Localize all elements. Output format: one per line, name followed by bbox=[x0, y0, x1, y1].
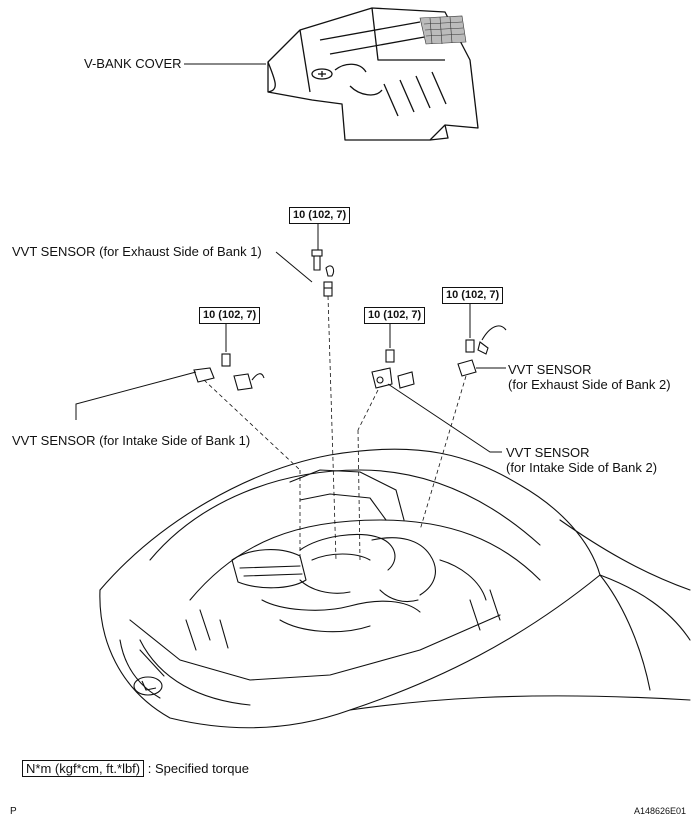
figure-id: A148626E01 bbox=[633, 806, 686, 816]
vbank-cover-label: V-BANK COVER bbox=[84, 56, 182, 71]
exhaust-bank2-sensor bbox=[457, 325, 507, 377]
exhaust-bank1-sensor bbox=[311, 249, 335, 297]
vvt-exhaust-bank1-label: VVT SENSOR (for Exhaust Side of Bank 1) bbox=[12, 244, 262, 259]
torque-exhaust-bank2: 10 (102, 7) bbox=[442, 287, 504, 304]
vvt-exhaust-bank2-label-line2: (for Exhaust Side of Bank 2) bbox=[508, 377, 671, 392]
torque-intake-bank1: 10 (102, 7) bbox=[199, 307, 261, 324]
vvt-intake-bank2-label-line1: VVT SENSOR bbox=[506, 445, 590, 460]
vvt-intake-bank2-label-line2: (for Intake Side of Bank 2) bbox=[506, 460, 658, 475]
footer-left-code: P bbox=[10, 806, 17, 817]
cover-mesh-pattern bbox=[419, 15, 467, 45]
intake-bank1-sensor bbox=[193, 353, 265, 391]
legend-unit-box: N*m (kgf*cm, ft.*lbf) bbox=[22, 760, 145, 777]
vehicle-engine-bay-illustration bbox=[99, 448, 691, 729]
intake-bank2-sensor bbox=[371, 349, 415, 389]
torque-exhaust-bank1: 10 (102, 7) bbox=[289, 207, 351, 224]
lexus-emblem bbox=[133, 676, 163, 696]
legend-text: : Specified torque bbox=[147, 761, 249, 776]
torque-legend: N*m (kgf*cm, ft.*lbf) : Specified torque bbox=[22, 760, 249, 777]
vvt-intake-bank1-label: VVT SENSOR (for Intake Side of Bank 1) bbox=[12, 433, 251, 448]
torque-intake-bank2: 10 (102, 7) bbox=[364, 307, 426, 324]
vvt-exhaust-bank2-label-line1: VVT SENSOR bbox=[508, 362, 592, 377]
